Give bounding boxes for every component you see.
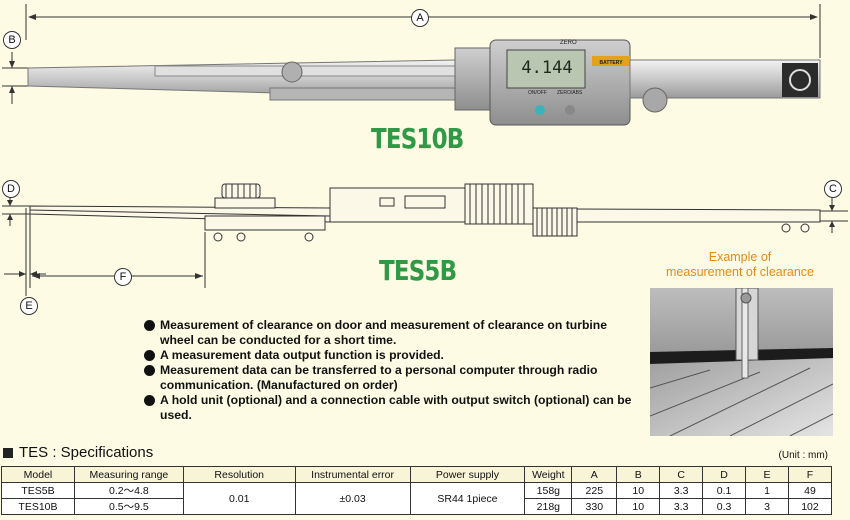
col-header: Resolution xyxy=(182,466,296,483)
tes10b-title: TES10B xyxy=(371,122,464,155)
specs-heading: TES : Specifications xyxy=(3,444,153,461)
clearance-example-photo xyxy=(650,288,833,436)
cell-b: 10 xyxy=(616,498,661,515)
cell-weight: 218g xyxy=(524,498,573,515)
col-header: Power supply xyxy=(409,466,526,483)
dimension-label-a: A xyxy=(411,9,429,27)
cell-c: 3.3 xyxy=(659,498,704,515)
dimension-label-d: D xyxy=(2,180,20,198)
cell-f: 102 xyxy=(787,498,833,515)
feature-item: Measurement of clearance on door and mea… xyxy=(143,318,643,348)
tes5b-title: TES5B xyxy=(379,254,457,287)
col-header: F xyxy=(787,466,833,483)
table-row: TES5B 0.2〜4.8 0.01 ±0.03 SR44 1piece 158… xyxy=(1,482,833,515)
example-caption-line2: measurement of clearance xyxy=(666,265,814,279)
tes5b-gauge-drawing xyxy=(2,183,848,296)
cell-power: SR44 1piece xyxy=(409,482,526,515)
cell-a: 330 xyxy=(571,498,618,515)
feature-item: A measurement data output function is pr… xyxy=(143,348,643,363)
brand-mark: ZERO xyxy=(560,40,577,46)
feature-item: Measurement data can be transferred to a… xyxy=(143,363,643,393)
feature-list: Measurement of clearance on door and mea… xyxy=(143,318,643,423)
cell-e: 1 xyxy=(745,482,789,499)
feature-item: A hold unit (optional) and a connection … xyxy=(143,393,643,423)
cell-c: 3.3 xyxy=(659,482,704,499)
lcd-reading: 4.144 xyxy=(521,58,573,78)
square-bullet-icon xyxy=(3,447,13,458)
specs-title: TES : Specifications xyxy=(19,444,154,461)
cell-model: TES5B xyxy=(1,482,75,499)
col-header: Weight xyxy=(524,466,573,483)
example-caption: Example of measurement of clearance xyxy=(650,250,830,280)
table-row: TES10B 0.5〜9.5 218g 330 10 3.3 0.3 3 102 xyxy=(1,498,833,515)
cell-weight: 158g xyxy=(524,482,573,499)
cell-model: TES10B xyxy=(1,498,75,515)
on-off-button-label: ON/OFF xyxy=(528,90,547,96)
dimension-label-b: B xyxy=(3,31,21,49)
cell-d: 0.1 xyxy=(702,482,747,499)
cell-a: 225 xyxy=(571,482,618,499)
col-header: Instrumental error xyxy=(294,466,411,483)
battery-badge: BATTERY xyxy=(599,60,623,66)
dimension-label-e: E xyxy=(20,297,38,315)
cell-range: 0.2〜4.8 xyxy=(73,482,184,499)
dimension-label-f: F xyxy=(114,268,132,286)
unit-note: (Unit : mm) xyxy=(778,450,828,461)
spec-header-row: Model Measuring range Resolution Instrum… xyxy=(1,466,833,483)
cell-b: 10 xyxy=(616,482,661,499)
tes10b-gauge-image xyxy=(27,39,821,126)
col-header: D xyxy=(702,466,747,483)
spec-table: Model Measuring range Resolution Instrum… xyxy=(1,466,833,515)
example-caption-line1: Example of xyxy=(708,250,772,264)
col-header: B xyxy=(616,466,661,483)
cell-f: 49 xyxy=(787,482,833,499)
cell-e: 3 xyxy=(745,498,789,515)
col-header: Measuring range xyxy=(73,466,184,483)
cell-range: 0.5〜9.5 xyxy=(73,498,184,515)
col-header: C xyxy=(659,466,704,483)
cell-d: 0.3 xyxy=(702,498,747,515)
col-header: Model xyxy=(1,466,75,483)
dimension-label-c: C xyxy=(824,180,842,198)
col-header: A xyxy=(571,466,618,483)
col-header: E xyxy=(745,466,789,483)
cell-resolution: 0.01 xyxy=(182,482,296,515)
cell-error: ±0.03 xyxy=(294,482,411,515)
zero-abs-button-label: ZERO/ABS xyxy=(557,90,583,96)
